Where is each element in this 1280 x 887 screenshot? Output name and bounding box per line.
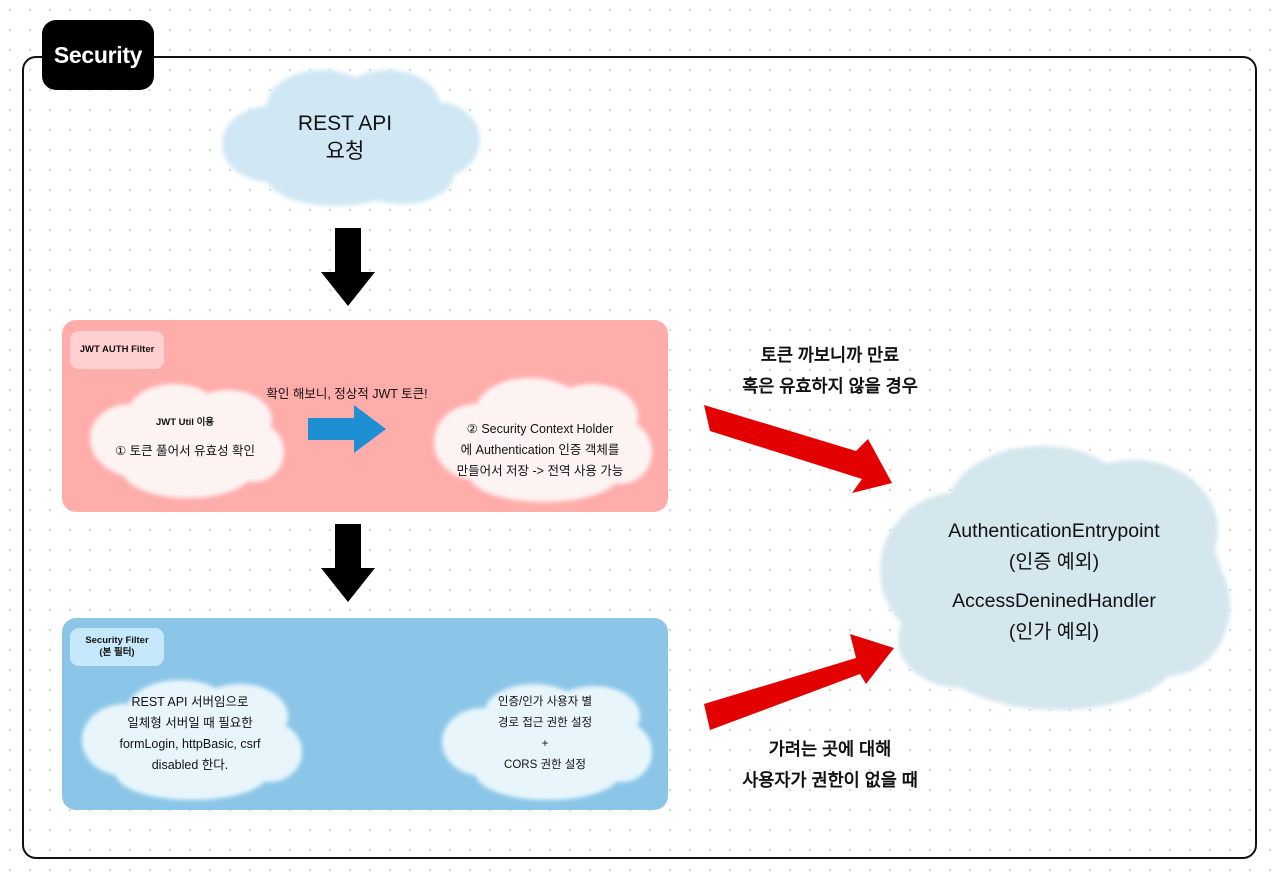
request-line1: REST API [297, 112, 393, 135]
authorization-line4: CORS 권한 설정 [504, 759, 586, 771]
exception-handler-cloud [880, 446, 1230, 710]
expired-token-line2: 혹은 유효하지 않을 경우 [742, 376, 918, 396]
security-filter-tag-line2: (본 필터) [99, 647, 135, 658]
server-config-line2: 일체형 서버일 때 필요한 [127, 716, 253, 730]
authorization-cloud [442, 684, 652, 800]
server-config-line3: formLogin, httpBasic, csrf [119, 737, 261, 751]
denied-handler-sub-label: (인가 예외) [1008, 621, 1100, 643]
exception-handlers-label: AuthenticationEntrypoint (인증 예외) AccessD… [900, 516, 1208, 648]
server-config-line4: disabled 한다. [151, 758, 229, 772]
context-holder-label: ② Security Context Holder 에 Authenticati… [425, 418, 655, 482]
security-title-badge: Security [42, 20, 154, 90]
server-config-line1: REST API 서버임으로 [131, 695, 249, 709]
red-arrow-icon [704, 405, 892, 493]
jwt-util-label: JWT Util 이용 [155, 417, 215, 428]
context-holder-line3: 만들어서 저장 -> 전역 사용 가능 [456, 463, 624, 478]
authorization-line2: 경로 접근 권한 설정 [497, 717, 593, 729]
entrypoint-label: AuthenticationEntrypoint [948, 520, 1160, 542]
no-permission-line2: 사용자가 권한이 없을 때 [742, 770, 918, 790]
security-filter-tag-line1: Security Filter [85, 634, 149, 646]
no-permission-label: 가려는 곳에 대해 사용자가 권한이 없을 때 [700, 734, 960, 796]
down-arrow-icon [321, 228, 375, 306]
no-permission-line1: 가려는 곳에 대해 [768, 739, 892, 759]
expired-token-line1: 토큰 까보니까 만료 [760, 345, 900, 365]
request-cloud [222, 70, 480, 206]
entrypoint-sub-label: (인증 예외) [1008, 551, 1100, 573]
down-arrow-icon [321, 524, 375, 602]
token-validation-label: ① 토큰 풀어서 유효성 확인 [114, 444, 256, 458]
denied-handler-label: AccessDeninedHandler [952, 590, 1156, 612]
server-config-label: REST API 서버임으로 일체형 서버일 때 필요한 formLogin, … [80, 692, 300, 776]
authorization-line1: 인증/인가 사용자 별 [497, 696, 593, 708]
server-config-cloud [82, 680, 302, 800]
authorization-line3: + [541, 738, 549, 750]
security-frame [22, 56, 1257, 859]
jwt-util-cloud [90, 384, 284, 498]
request-label: REST API 요청 [230, 108, 460, 168]
security-filter-tag: Security Filter (본 필터) [70, 628, 164, 666]
context-holder-line1: ② Security Context Holder [466, 421, 614, 436]
expired-token-label: 토큰 까보니까 만료 혹은 유효하지 않을 경우 [700, 340, 960, 402]
red-arrow-icon [704, 634, 894, 730]
authorization-label: 인증/인가 사용자 별 경로 접근 권한 설정 + CORS 권한 설정 [440, 692, 650, 776]
context-holder-cloud [434, 378, 652, 502]
context-holder-line2: 에 Authentication 인증 객체를 [460, 442, 620, 457]
right-arrow-icon [308, 405, 386, 453]
jwt-filter-tag: JWT AUTH Filter [70, 331, 164, 369]
request-line2: 요청 [325, 140, 365, 163]
valid-token-label: 확인 해보니, 정상적 JWT 토큰! [266, 387, 428, 401]
